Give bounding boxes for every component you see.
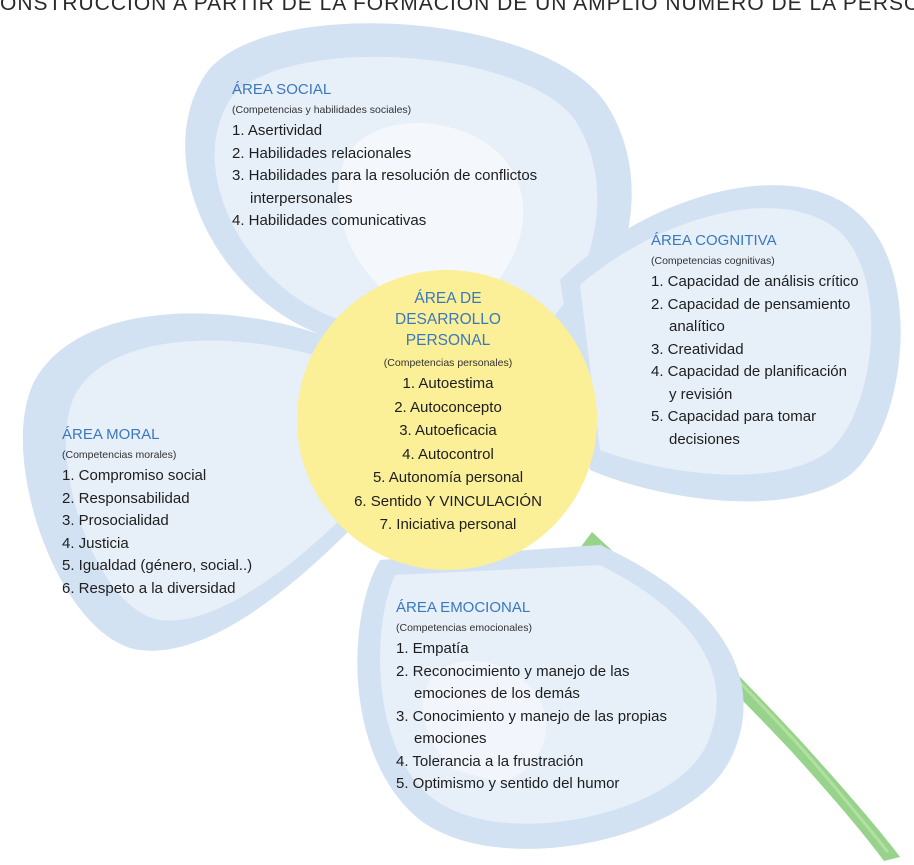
list-item-text: 4. Capacidad de planificación (651, 363, 847, 380)
list-item: 6. Sentido Y VINCULACIÓN (354, 492, 542, 510)
list-item: 7. Iniciativa personal (379, 516, 517, 533)
list-item-continuation: emociones de los demás (414, 685, 580, 702)
center-list: 1. Autoestima 2. Autoconcepto 3. Autoefi… (298, 372, 598, 537)
list-item: 4. Tolerancia a la frustración (396, 751, 667, 774)
center-subtitle: (Competencias personales) (383, 357, 513, 369)
list-item: 1. Autoestima (402, 375, 494, 392)
area-list: 1. Compromiso social 2. Responsabilidad … (62, 465, 252, 600)
list-item: 5. Autonomía personal (372, 469, 524, 486)
center-heading-line: ÁREA DE (414, 290, 482, 307)
list-item: 1. Compromiso social (62, 465, 252, 488)
list-item-continuation: analítico (669, 318, 725, 335)
area-subtitle: (Competencias y habilidades sociales) (232, 104, 412, 116)
list-item-text: 3. Prosocialidad (62, 512, 169, 529)
area-heading: ÁREA MORAL (62, 426, 160, 443)
list-item: 2. Responsabilidad (62, 488, 252, 511)
list-item-text: 2. Responsabilidad (62, 489, 190, 507)
list-item-text: 6. Respeto a la diversidad (62, 579, 236, 597)
list-item: 3. Creatividad (651, 339, 859, 362)
list-item-text: 2. Reconocimiento y manejo de las (396, 662, 630, 680)
area-heading: ÁREA COGNITIVA (651, 232, 777, 249)
list-item: 2. Habilidades relacionales (232, 143, 537, 166)
area-moral: ÁREA MORAL (Competencias morales) 1. Com… (62, 425, 252, 600)
list-item: 5. Capacidad para tomar decisiones (651, 406, 859, 451)
list-item-text: 2. Capacidad de pensamiento (651, 295, 851, 313)
petal-moral (22, 313, 361, 651)
list-item: 1. Asertividad (232, 120, 537, 143)
area-social: ÁREA SOCIAL (Competencias y habilidades … (232, 80, 537, 233)
list-item-text: 4. Habilidades comunicativas (232, 212, 427, 229)
area-subtitle: (Competencias emocionales) (396, 622, 532, 634)
list-item: 4. Capacidad de planificación y revisión (651, 361, 859, 406)
list-item-text: 2. Habilidades relacionales (232, 144, 412, 162)
list-item: 6. Respeto a la diversidad (62, 578, 252, 601)
area-cognitive: ÁREA COGNITIVA (Competencias cognitivas)… (651, 231, 859, 451)
list-item-text: 4. Justicia (62, 534, 129, 552)
center-heading: ÁREA DE DESARROLLO PERSONAL (298, 288, 598, 351)
area-heading: ÁREA SOCIAL (232, 81, 332, 98)
list-item: 2. Capacidad de pensamiento analítico (651, 294, 859, 339)
list-item-text: 1. Empatía (396, 640, 469, 657)
list-item-text: 3. Creatividad (651, 340, 744, 358)
area-emotional: ÁREA EMOCIONAL (Competencias emocionales… (396, 598, 667, 796)
list-item-text: 3. Conocimiento y manejo de las propias (396, 707, 667, 725)
list-item: 2. Reconocimiento y manejo de las emocion… (396, 661, 667, 706)
list-item: 5. Igualdad (género, social..) (62, 555, 252, 578)
list-item: 4. Habilidades comunicativas (232, 210, 537, 233)
center-disc (297, 270, 597, 570)
area-heading: ÁREA EMOCIONAL (396, 599, 531, 616)
list-item: 3. Conocimiento y manejo de las propias e… (396, 706, 667, 751)
list-item: 3. Prosocialidad (62, 510, 252, 533)
list-item-text: 1. Compromiso social (62, 467, 207, 484)
list-item-text: 1. Capacidad de análisis crítico (651, 273, 859, 290)
list-item: 4. Autocontrol (402, 445, 494, 463)
list-item-text: 5. Optimismo y sentido del humor (396, 775, 620, 792)
list-item-continuation: y revisión (669, 385, 733, 403)
list-item: 3. Habilidades para la resolución de con… (232, 165, 537, 210)
petal-emotional (357, 545, 744, 849)
list-item: 1. Empatía (396, 638, 667, 661)
area-list: 1. Asertividad 2. Habilidades relacional… (232, 120, 537, 233)
list-item: 3. Autoeficacia (399, 422, 497, 439)
center-area-personal: ÁREA DE DESARROLLO PERSONAL (Competencia… (298, 270, 598, 570)
list-item: 1. Capacidad de análisis crítico (651, 271, 859, 294)
area-list: 1. Capacidad de análisis crítico 2. Capa… (651, 271, 859, 451)
list-item-continuation: emociones (414, 730, 487, 747)
center-heading-line: PERSONAL (405, 332, 491, 349)
list-item-text: 3. Habilidades para la resolución de con… (232, 167, 538, 184)
area-subtitle: (Competencias cognitivas) (651, 255, 775, 267)
petal-cognitive (560, 185, 901, 502)
area-subtitle: (Competencias morales) (62, 449, 177, 461)
list-item: 4. Justicia (62, 533, 252, 556)
list-item: 2. Autoconcepto (394, 398, 502, 416)
list-item-text: 5. Igualdad (género, social..) (62, 557, 253, 574)
petal-social (185, 23, 632, 346)
area-list: 1. Empatía 2. Reconocimiento y manejo de… (396, 638, 667, 796)
list-item-continuation: interpersonales (250, 189, 353, 207)
list-item-text: 5. Capacidad para tomar (651, 408, 817, 425)
list-item: 5. Optimismo y sentido del humor (396, 773, 667, 796)
list-item-text: 1. Asertividad (232, 122, 323, 139)
list-item-text: 4. Tolerancia a la frustración (396, 752, 584, 770)
list-item-continuation: decisiones (669, 430, 740, 448)
center-heading-line: DESARROLLO (395, 311, 501, 328)
page-title: ONSTRUCCIÓN A PARTIR DE LA FORMACIÓN DE … (0, 0, 914, 15)
